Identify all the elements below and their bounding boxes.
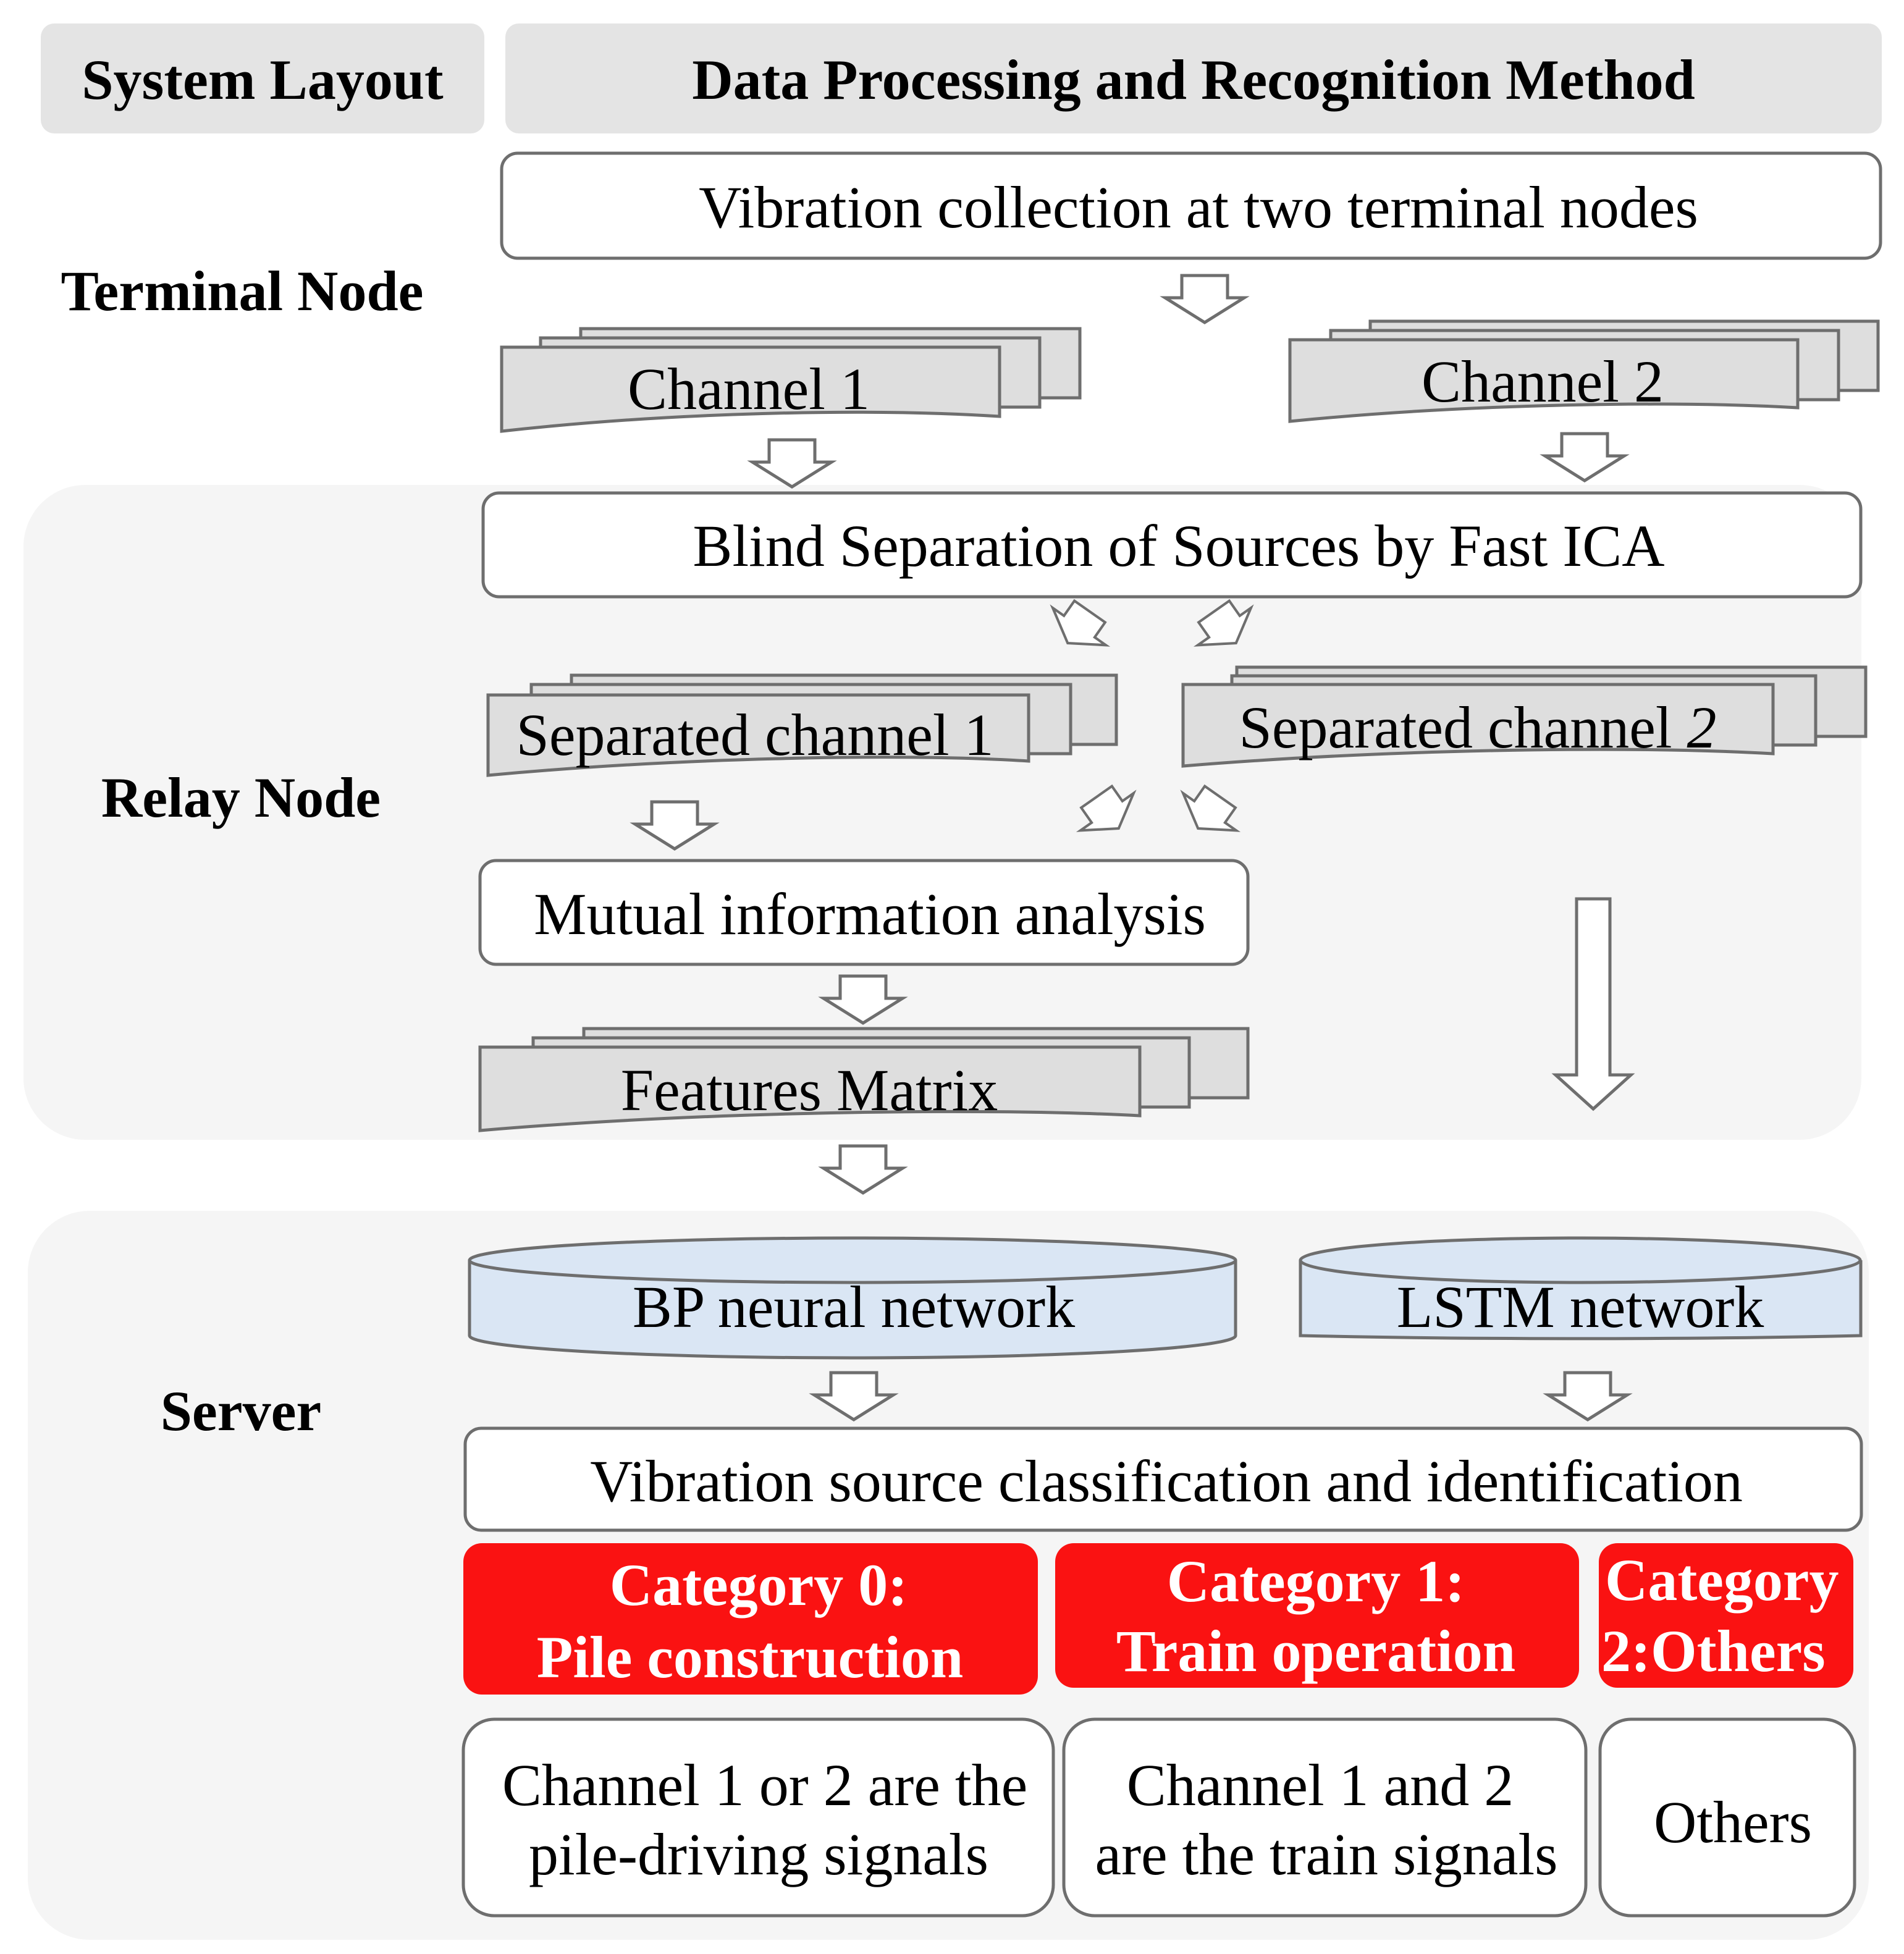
arrow-channel1-to-ica [752,440,832,487]
category-1-box [1055,1543,1579,1688]
channel-1-label: Channel 1 [628,356,870,422]
classification-label: Vibration source classification and iden… [590,1448,1743,1514]
collection-box [500,151,1882,260]
relay-node-label: Relay Node [101,766,381,829]
method-header-box [505,23,1882,133]
separated-channel-1-document [486,673,1118,777]
category-0-line2: Pile construction [537,1624,964,1690]
category-1-description-box [1062,1717,1588,1918]
separated-channel-2-label: Separated channel 2 [1239,694,1717,760]
long-arrow-to-lstm [1551,897,1635,1111]
channel-1-document [500,327,1082,433]
system-layout-header: System Layout [82,48,444,111]
server-label: Server [161,1379,322,1442]
arrow-features-to-bp [824,1146,903,1193]
arrow-collection-to-channels [1165,276,1244,322]
bp-network-cylinder [468,1236,1237,1360]
ica-label: Blind Separation of Sources by Fast ICA [693,513,1664,579]
mutual-information-label: Mutual information analysis [534,881,1206,947]
lstm-network-cylinder [1299,1236,1863,1341]
ica-box [481,491,1863,599]
category-1-description-line1: Channel 1 and 2 [1127,1752,1514,1818]
separated-channel-2-text: Separated channel [1239,694,1687,760]
method-header: Data Processing and Recognition Method [692,48,1695,111]
bp-network-label: BP neural network [633,1274,1075,1340]
mutual-information-box [478,859,1250,966]
classification-box [463,1426,1863,1532]
separated-channel-1-label: Separated channel 1 [516,702,994,768]
lstm-network-label: LSTM network [1397,1274,1764,1340]
terminal-node-label: Terminal Node [61,259,424,322]
category-0-description-line1: Channel 1 or 2 are the [502,1752,1027,1818]
category-2-box [1599,1543,1853,1688]
category-0-description-box [461,1717,1055,1918]
features-matrix-document [478,1027,1250,1132]
category-2-line2: 2:Others [1601,1618,1826,1684]
category-1-description-line2: are the train signals [1095,1821,1557,1887]
relay-node-panel [23,485,1861,1140]
category-0-description-line2: pile-driving signals [529,1821,988,1887]
features-matrix-label: Features Matrix [621,1057,998,1123]
category-2-description: Others [1654,1789,1812,1855]
category-1-line2: Train operation [1116,1618,1515,1684]
system-layout-header-box [41,23,484,133]
collection-label: Vibration collection at two terminal nod… [699,174,1698,240]
channel-2-label: Channel 2 [1422,348,1664,415]
category-0-line1: Category 0: [610,1552,908,1618]
category-1-line1: Category 1: [1167,1548,1465,1614]
arrow-channel2-to-ica [1545,434,1624,481]
category-2-description-box [1598,1717,1856,1918]
category-2-line1: Category [1605,1547,1839,1613]
separated-channel-2-document [1181,665,1868,768]
channel-2-document [1288,319,1880,423]
category-0-box [463,1543,1038,1695]
separated-channel-2-number: 2 [1687,694,1716,760]
